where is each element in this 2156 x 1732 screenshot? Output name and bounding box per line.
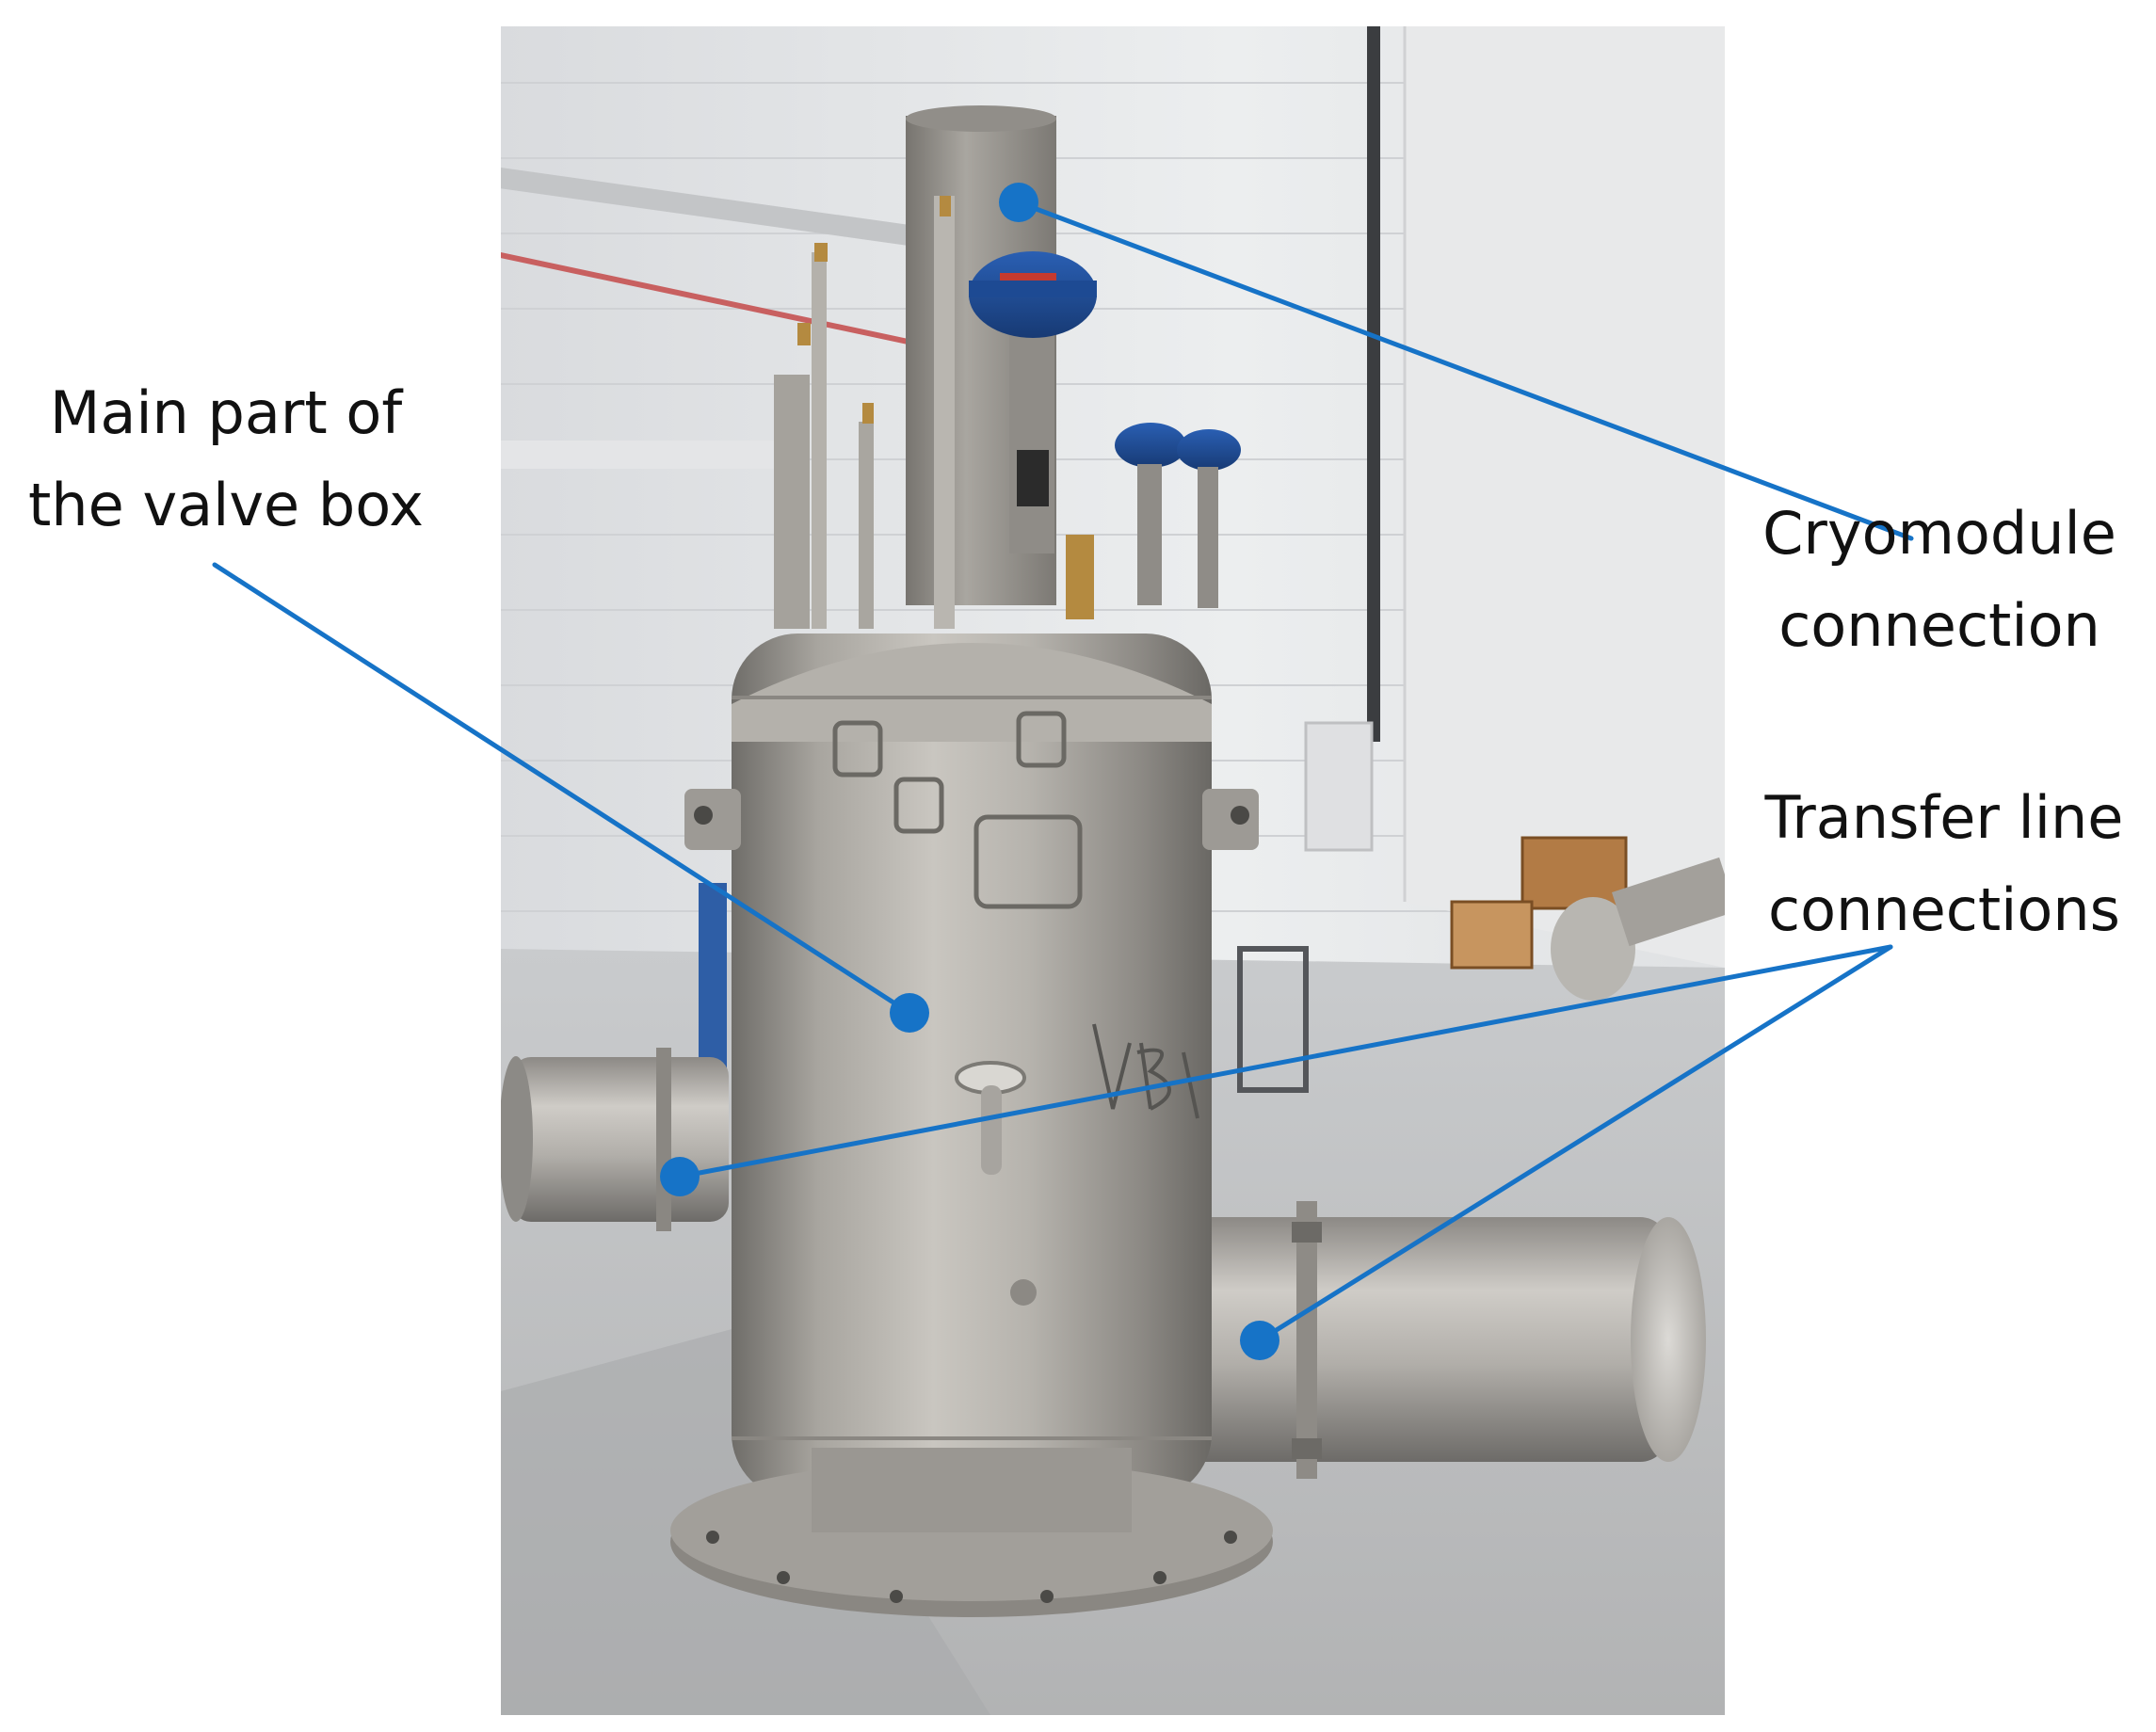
valve-box-photo <box>501 26 1725 1715</box>
marker-cryomodule <box>999 183 1038 222</box>
label-transfer-line1: Transfer line <box>1764 783 2124 852</box>
marker-transfer-left <box>660 1157 700 1196</box>
label-cryomodule-line2: connection <box>1778 591 2100 660</box>
label-transfer-line2: connections <box>1768 875 2120 944</box>
label-main-part-line1: Main part of <box>49 378 403 447</box>
callout-line-main-part <box>212 562 912 1016</box>
label-main-part-line2: the valve box <box>28 471 424 539</box>
label-cryomodule-line1: Cryomodule <box>1762 499 2116 568</box>
label-transfer-line-connections: Transfer line connections <box>1737 772 2151 956</box>
marker-transfer-right <box>1240 1321 1279 1360</box>
callout-line-transfer-right <box>1257 944 1893 1343</box>
callout-line-cryomodule <box>1016 200 1914 541</box>
callout-line-transfer-left <box>677 944 1893 1179</box>
label-main-part: Main part of the valve box <box>0 367 452 552</box>
label-cryomodule-connection: Cryomodule connection <box>1732 488 2147 672</box>
marker-main-part <box>890 993 929 1033</box>
